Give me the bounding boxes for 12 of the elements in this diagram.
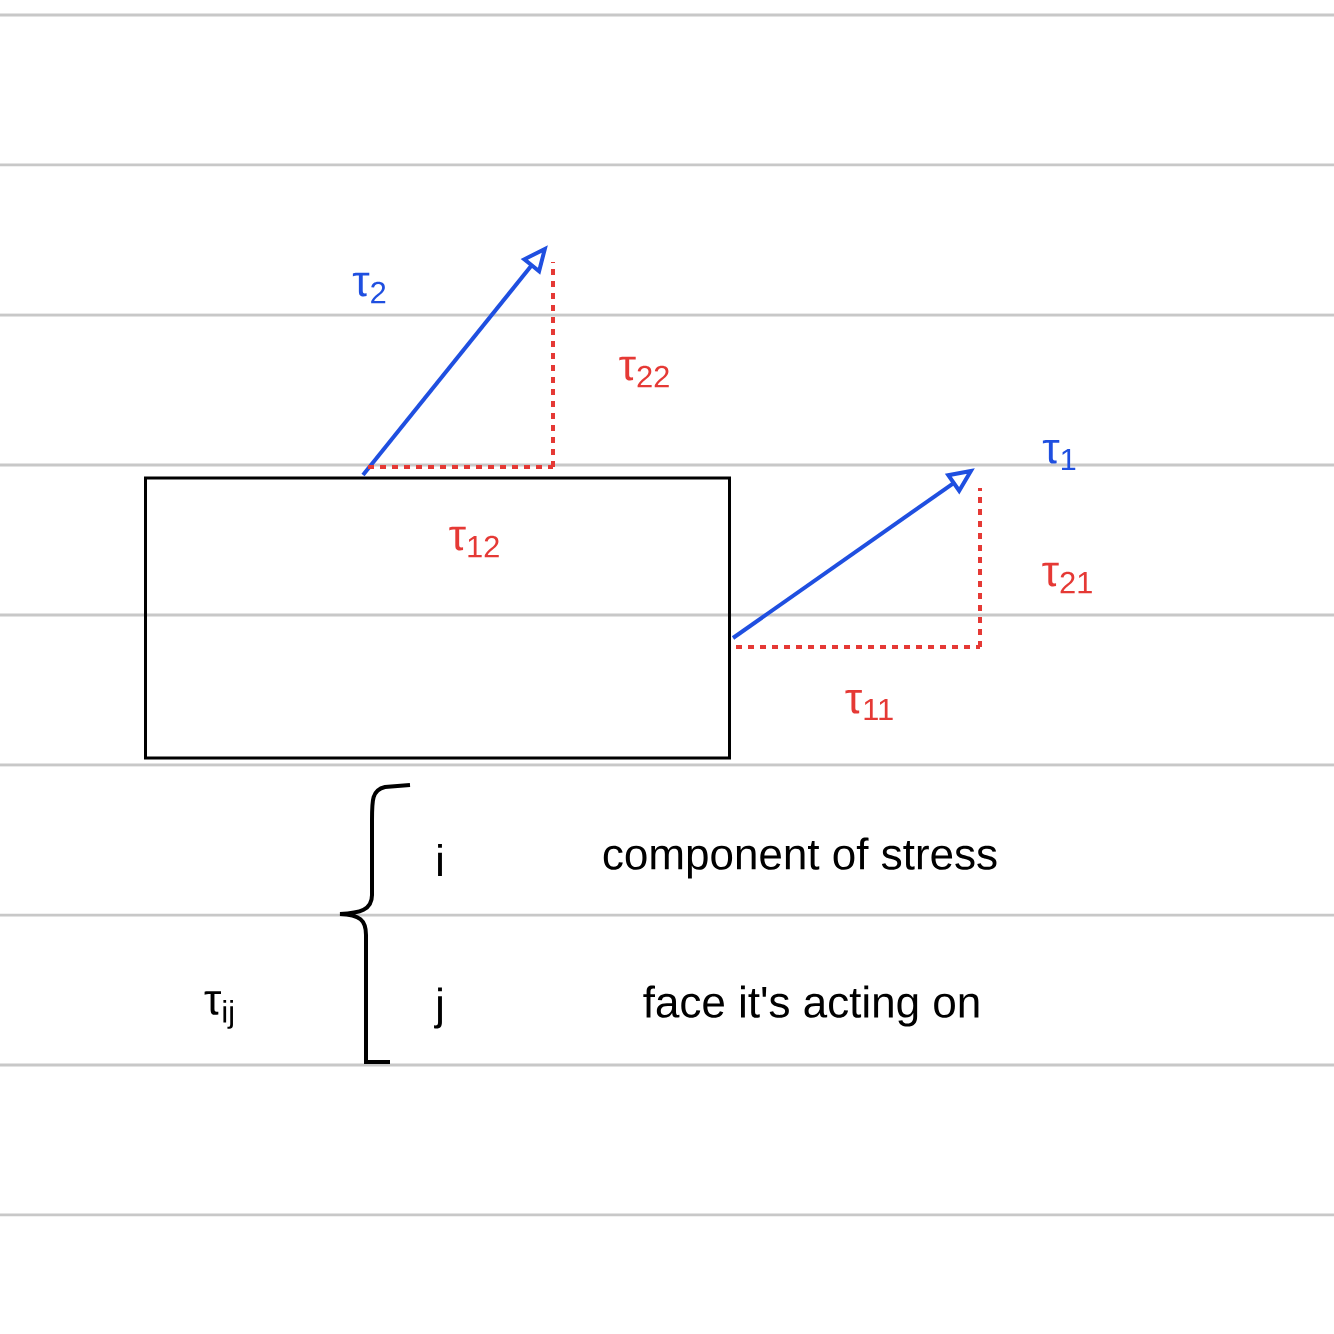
vector-label: τ$_{1}$ bbox=[1042, 439, 1076, 471]
component-label: τ$_{21}$ bbox=[1042, 562, 1092, 594]
component-label: τ$_{22}$ bbox=[619, 356, 669, 388]
symbol-label: τ$_{ij}$ bbox=[204, 991, 233, 1029]
index-label: j bbox=[434, 987, 442, 1029]
note: component of stress bbox=[603, 837, 997, 879]
vector-label: τ$_{2}$ bbox=[352, 272, 386, 304]
component-label: τ$_{11}$ bbox=[845, 689, 893, 721]
index-label: i bbox=[438, 844, 442, 876]
component-label: τ$_{12}$ bbox=[449, 526, 499, 558]
block bbox=[144, 476, 731, 760]
note: face it's acting on bbox=[643, 985, 979, 1027]
